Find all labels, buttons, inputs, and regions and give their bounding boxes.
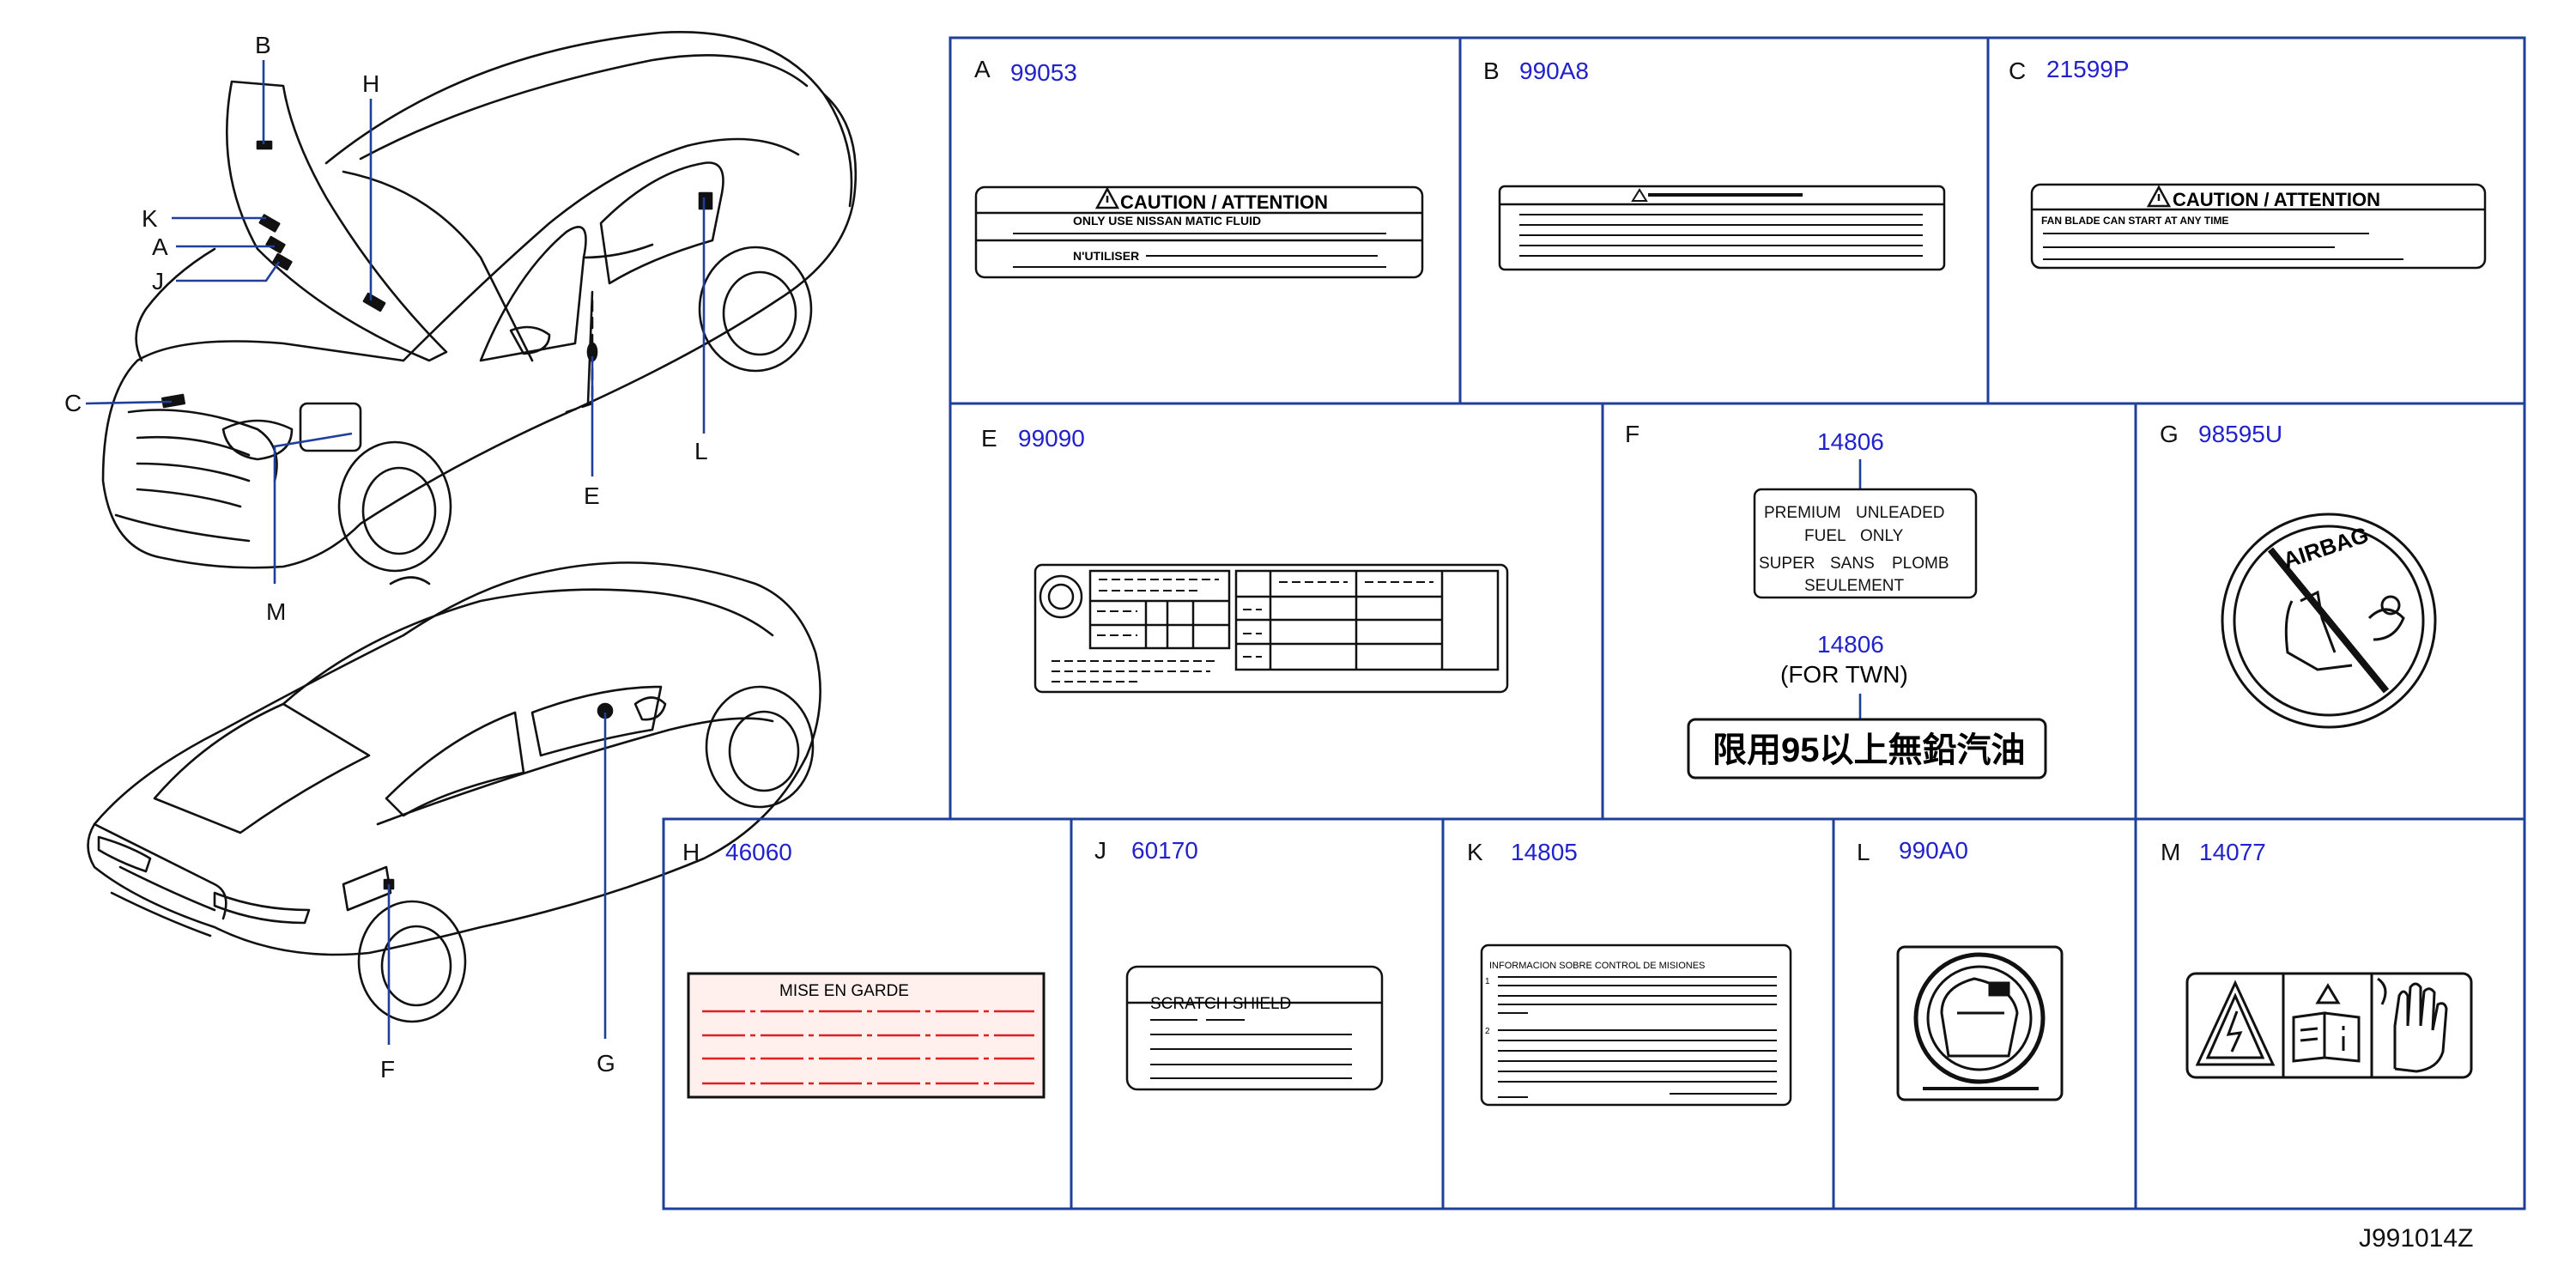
panel-B: B 990A8: [1483, 58, 1946, 271]
panel-M-part-number: 14077: [2199, 839, 2266, 865]
panel-E: E 99090: [981, 425, 1509, 694]
panel-H-part-number: 46060: [725, 839, 792, 865]
label-C-line1: FAN BLADE CAN START AT ANY TIME: [2041, 215, 2228, 227]
label-F-chinese: 限用95以上無鉛汽油: [1712, 731, 2026, 769]
callout-F: F: [380, 1056, 395, 1083]
car-rear-view: [87, 561, 821, 1023]
label-F-twn: [1687, 718, 2047, 780]
panel-F: F 14806 PREMIUM UNLEADED FUEL ONLY SUPER…: [1625, 421, 2047, 780]
panel-L: L 990A0: [1857, 837, 2064, 1101]
callout-leaders: [85, 60, 706, 1045]
warning-triangle-icon: [1094, 186, 1120, 209]
label-A-line2: N'UTILISER: [1073, 249, 1139, 263]
label-F-plomb: PLOMB: [1892, 555, 1949, 573]
label-H-header: MISE EN GARDE: [779, 982, 909, 1000]
callout-E: E: [584, 482, 600, 509]
callout-B: B: [255, 32, 271, 58]
label-C: [2030, 183, 2487, 270]
panel-H-letter: H: [682, 839, 700, 865]
panel-B-part-number: 990A8: [1519, 58, 1589, 84]
panel-A-part-number: 99053: [1010, 59, 1077, 86]
callout-M: M: [266, 598, 286, 625]
callout-J: J: [152, 268, 164, 294]
panel-K-letter: K: [1467, 839, 1483, 865]
label-M: [2185, 972, 2473, 1079]
panel-F-part-number-2: 14806: [1817, 631, 1884, 658]
panel-H: H 46060 MISE EN GARDE: [682, 839, 1046, 1099]
panel-J: J 60170 SCRATCH SHIELD: [1094, 837, 1384, 1091]
panel-G: G 98595U AIRBAG: [2160, 421, 2437, 729]
manual-read-icon: [2292, 983, 2361, 1063]
label-C-header: CAUTION / ATTENTION: [2173, 189, 2380, 210]
label-E: [1033, 563, 1509, 694]
panel-J-letter: J: [1094, 837, 1106, 864]
panel-C-part-number: 21599P: [2046, 56, 2130, 82]
electric-shock-warning-icon: [2195, 980, 2276, 1066]
label-A-header: CAUTION / ATTENTION: [1120, 191, 1328, 213]
label-F-super: SUPER: [1759, 555, 1815, 573]
callout-H: H: [362, 70, 379, 97]
panel-M-letter: M: [2161, 839, 2180, 865]
callout-K: K: [142, 205, 158, 232]
diagram-reference-code: J991014Z: [2359, 1224, 2474, 1253]
label-K-num1: 1: [1485, 977, 1490, 986]
panel-G-letter: G: [2160, 421, 2179, 447]
panel-L-letter: L: [1857, 839, 1870, 865]
panel-A: A 99053 CAUTION / ATTENTION ONLY USE NIS…: [974, 56, 1424, 279]
label-F-unleaded: UNLEADED: [1856, 504, 1944, 522]
seatbelt-warning-icon: [1896, 945, 2064, 1101]
airbag-icon-text: AIRBAG: [2280, 522, 2372, 573]
label-K: [1480, 943, 1792, 1107]
callout-C: C: [64, 390, 82, 416]
label-H-lines: [702, 1010, 1034, 1085]
label-A: [974, 185, 1424, 279]
callout-labels: B H K A J C E L M F G: [64, 32, 708, 1083]
callout-A: A: [152, 234, 168, 260]
panel-F-letter: F: [1625, 421, 1640, 447]
label-A-line1: ONLY USE NISSAN MATIC FLUID: [1073, 214, 1261, 228]
panel-J-part-number: 60170: [1131, 837, 1198, 864]
label-J-header: SCRATCH SHIELD: [1150, 995, 1291, 1013]
panel-C-letter: C: [2009, 58, 2026, 84]
warning-triangle-icon: [2146, 185, 2172, 208]
panel-K: K 14805 INFORMACION SOBRE CONTROL DE MIS…: [1467, 839, 1792, 1107]
label-F: [1753, 488, 1978, 599]
label-F-seulement: SEULEMENT: [1804, 577, 1905, 595]
warning-triangle-icon: [1631, 188, 1648, 202]
label-F-premium: PREMIUM: [1764, 504, 1841, 522]
panel-grid: [662, 36, 2526, 1210]
callout-G: G: [597, 1050, 615, 1077]
label-K-header: INFORMACION SOBRE CONTROL DE MISIONES: [1489, 961, 1705, 971]
panel-A-letter: A: [974, 56, 991, 82]
label-K-num2: 2: [1485, 1027, 1490, 1036]
panel-F-part-number: 14806: [1817, 428, 1884, 455]
label-F-sans: SANS: [1830, 555, 1875, 573]
panel-L-part-number: 990A0: [1899, 837, 1968, 864]
label-F-fuel: FUEL: [1804, 527, 1846, 545]
panel-M: M 14077: [2161, 839, 2473, 1079]
hand-no-touch-icon: [2377, 977, 2448, 1073]
panel-K-part-number: 14805: [1511, 839, 1578, 865]
panel-B-letter: B: [1483, 58, 1500, 84]
airbag-warning-icon: [2221, 513, 2437, 729]
callout-L: L: [694, 438, 708, 464]
panel-F-note: (FOR TWN): [1780, 661, 1908, 688]
label-J: [1125, 965, 1384, 1091]
car-front-view: [101, 31, 858, 573]
panel-C: C 21599P CAUTION / ATTENTION FAN BLADE C…: [2009, 56, 2487, 270]
label-F-only: ONLY: [1860, 527, 1904, 545]
panel-E-letter: E: [981, 425, 997, 452]
panel-G-part-number: 98595U: [2198, 421, 2282, 447]
panel-E-part-number: 99090: [1018, 425, 1085, 452]
label-B: [1498, 185, 1946, 271]
